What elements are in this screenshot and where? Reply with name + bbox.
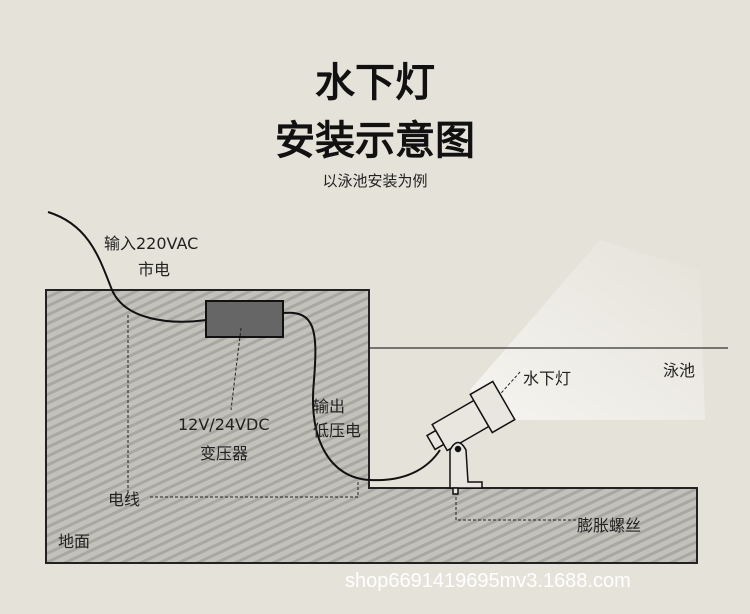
output-label-2: 低压电 — [313, 421, 362, 440]
wire-label: 电线 — [108, 490, 141, 509]
light-beam — [470, 240, 705, 420]
transformer-label-2: 变压器 — [200, 444, 249, 463]
lamp-label: 水下灯 — [523, 369, 572, 388]
input-label: 输入220VAC — [104, 234, 199, 253]
underwater-lamp — [426, 380, 516, 495]
transformer — [205, 300, 284, 338]
anchor-bolt-label: 膨胀螺丝 — [577, 516, 642, 535]
pool-label: 泳池 — [663, 361, 696, 380]
title-line-1: 水下灯 — [315, 60, 435, 106]
ground-label: 地面 — [58, 532, 91, 551]
input-label-2: 市电 — [138, 260, 171, 279]
output-cable — [282, 311, 441, 482]
transformer-label: 12V/24VDC — [178, 415, 270, 434]
title-line-2: 安装示意图 — [275, 118, 475, 164]
watermark: shop6691419695mv3.1688.com — [345, 570, 631, 592]
output-label: 输出 — [313, 397, 346, 416]
subtitle: 以泳池安装为例 — [322, 172, 428, 190]
input-cable — [47, 211, 207, 323]
ground — [45, 289, 698, 564]
